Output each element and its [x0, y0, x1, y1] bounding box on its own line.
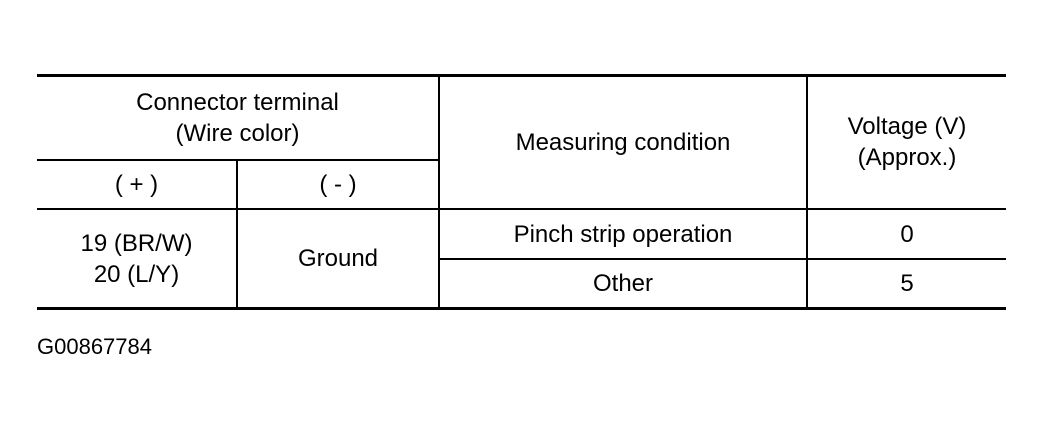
voltage-spec-table: Connector terminal (Wire color) ( + ) ( … [37, 74, 1006, 310]
subheader-divider [37, 159, 440, 161]
row-divider [440, 258, 1006, 260]
voltage-pinch-strip: 0 [900, 220, 914, 248]
plus-terminal-1: 19 (BR/W) [80, 229, 193, 257]
table-bottom-rule [37, 307, 1006, 310]
header-connector-terminal-line1: Connector terminal [136, 88, 339, 116]
minus-terminal-label: Ground [297, 245, 379, 272]
voltage-other: 5 [900, 270, 914, 297]
plus-minus-divider [236, 159, 238, 310]
terminal-condition-divider [438, 74, 440, 310]
header-voltage: Voltage (V) (Approx.) [808, 76, 1006, 208]
plus-terminals-cell: 19 (BR/W) 20 (L/Y) [37, 210, 236, 307]
header-voltage-line1: Voltage (V) [847, 113, 967, 140]
header-measuring-condition-label: Measuring condition [515, 128, 731, 156]
header-voltage-line2: (Approx.) [857, 144, 957, 171]
minus-terminal-cell: Ground [238, 210, 438, 307]
table-row: Other [440, 260, 806, 307]
header-measuring-condition: Measuring condition [440, 76, 806, 208]
header-bottom-rule [37, 208, 1006, 210]
table-row: 0 [808, 210, 1006, 258]
condition-voltage-divider [806, 74, 808, 310]
condition-other: Other [592, 270, 654, 297]
table-row: 5 [808, 260, 1006, 307]
header-connector-terminal-line2: (Wire color) [175, 119, 300, 147]
header-plus-label: ( + ) [114, 171, 159, 198]
plus-terminal-2: 20 (L/Y) [93, 260, 180, 288]
header-plus: ( + ) [37, 161, 236, 208]
header-minus: ( - ) [238, 161, 438, 208]
header-minus-label: ( - ) [319, 171, 357, 198]
condition-pinch-strip: Pinch strip operation [513, 220, 733, 248]
table-row: Pinch strip operation [440, 210, 806, 258]
table-top-rule [37, 74, 1006, 77]
header-connector-terminal: Connector terminal (Wire color) [37, 76, 438, 159]
figure-id: G00867784 [37, 334, 152, 359]
